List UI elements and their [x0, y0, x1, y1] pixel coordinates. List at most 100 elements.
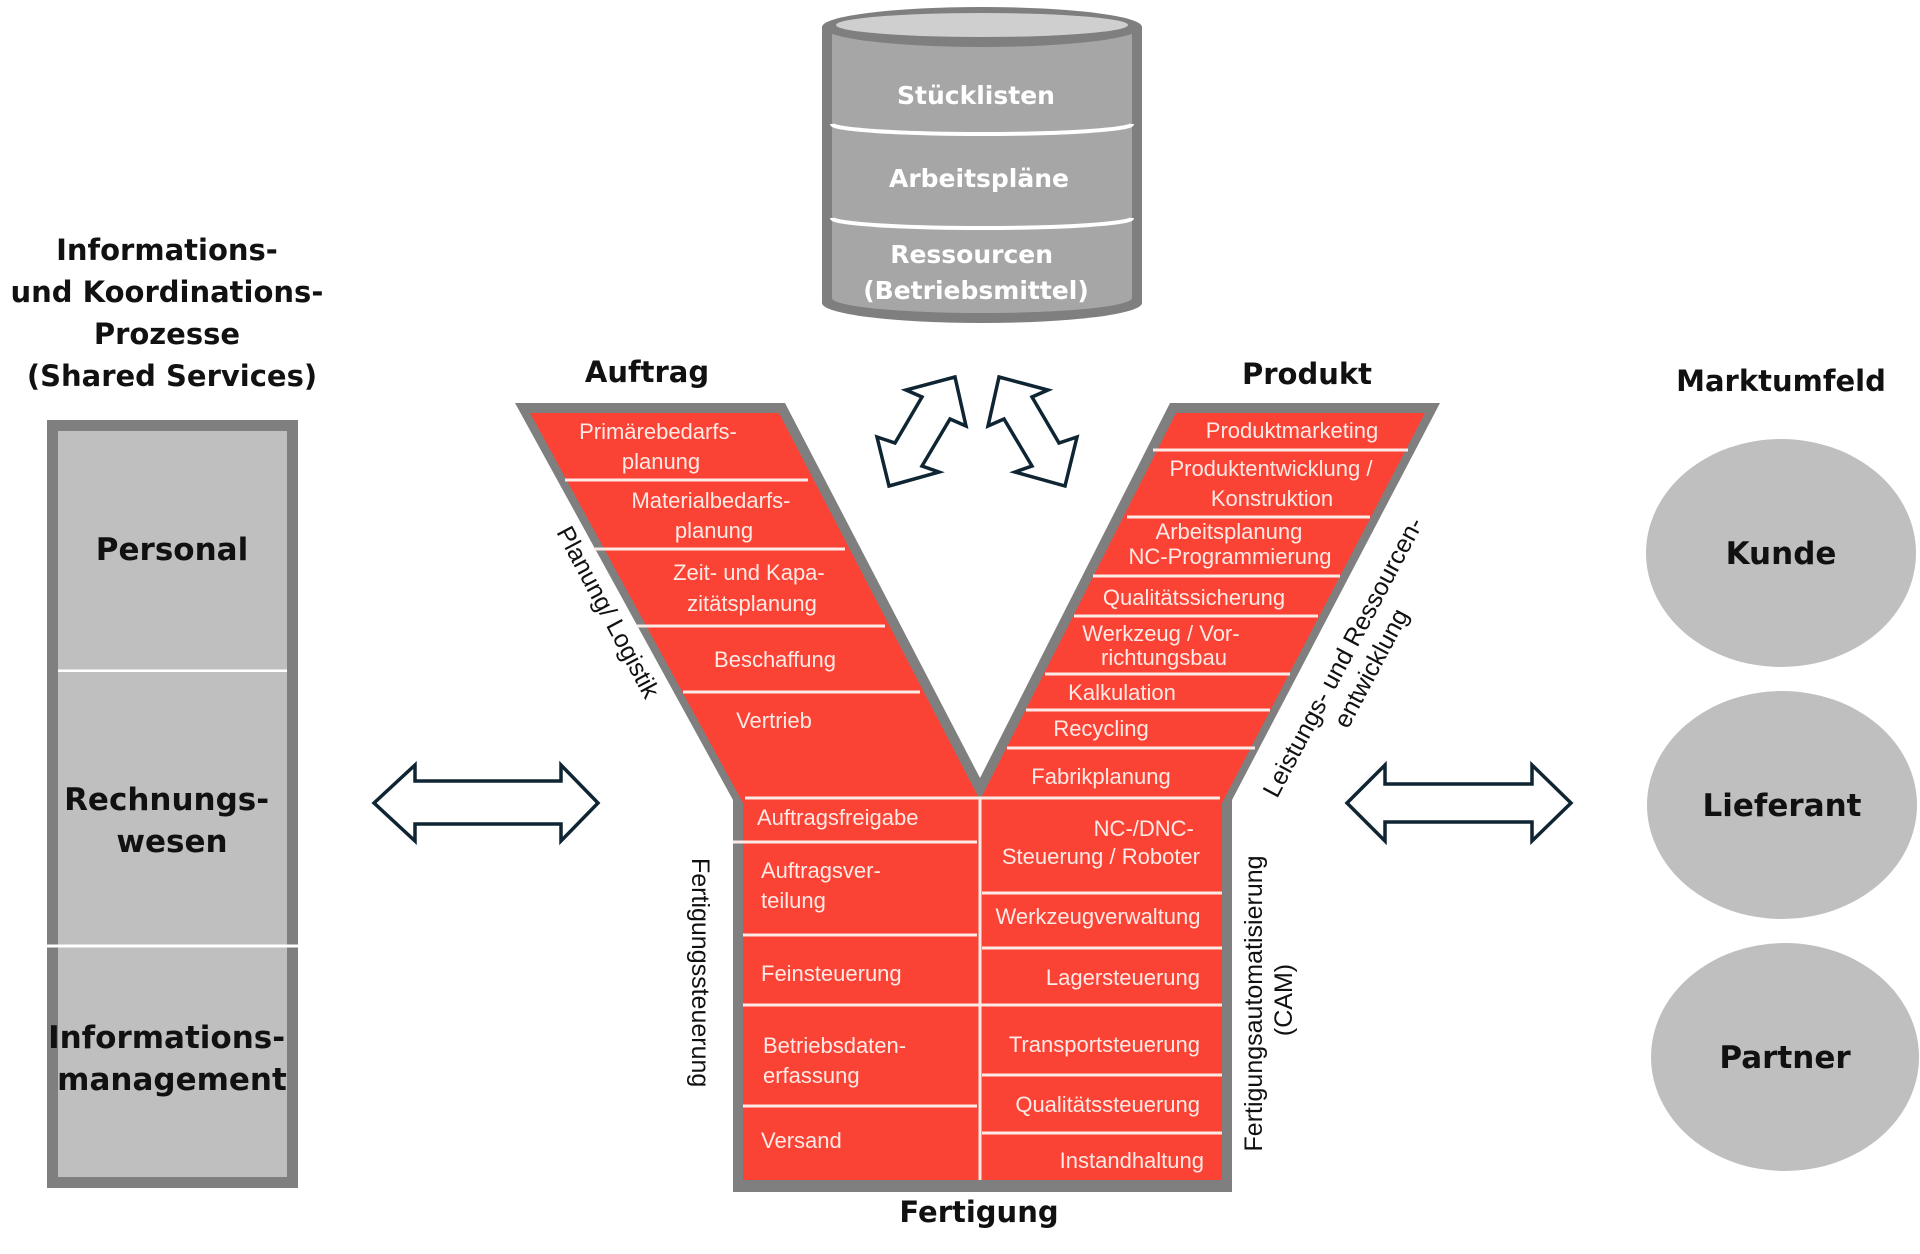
y-item-right-arm[interactable]: Arbeitsplanung NC-Programmierung [1129, 519, 1332, 569]
y-item-line: Materialbedarfs- [631, 488, 790, 513]
y-item-line: Auftragsver- [761, 858, 881, 883]
y-item-stem-right[interactable]: Werkzeugverwaltung [995, 904, 1200, 929]
y-item-line: Fabrikplanung [1031, 764, 1170, 789]
panel-heading-line: Informations- [56, 233, 278, 267]
y-item-right-arm[interactable]: Recycling [1053, 716, 1148, 741]
y-item-right-arm[interactable]: Fabrikplanung [1031, 764, 1170, 789]
y-item-line: NC-/DNC- [1094, 816, 1194, 841]
y-item-left-arm[interactable]: Materialbedarfs- planung [631, 488, 796, 543]
entity-label: Lieferant [1702, 788, 1861, 824]
y-item-line: Werkzeug / Vor- [1082, 621, 1239, 646]
section-label: Informations- management [48, 1020, 296, 1098]
y-item-left-arm[interactable]: Primärebedarfs- planung [579, 419, 743, 474]
market-entity-lieferant[interactable]: Lieferant [1647, 691, 1917, 919]
entity-ellipse [1646, 439, 1916, 667]
panel-heading-line: (Shared Services) [27, 359, 317, 393]
y-item-line: zitätsplanung [687, 591, 817, 616]
stem-separators [733, 796, 1222, 1180]
y-item-stem-right[interactable]: NC-/DNC- Steuerung / Roboter [1002, 816, 1200, 869]
db-layer-line: Ressourcen [890, 240, 1053, 269]
y-item-stem-right[interactable]: Lagersteuerung [1046, 965, 1200, 990]
panel-heading-line: Prozesse [94, 317, 240, 351]
cylinder-divider [830, 123, 1134, 136]
side-label-line: (CAM) [1270, 964, 1298, 1036]
y-item-right-arm[interactable]: Qualitätssicherung [1103, 585, 1285, 610]
y-item-stem-right[interactable]: Qualitätssteuerung [1015, 1092, 1200, 1117]
y-item-stem-right[interactable]: Instandhaltung [1060, 1148, 1204, 1173]
y-item-line: Feinsteuerung [761, 961, 902, 986]
section-label-line: wesen [116, 824, 227, 860]
y-item-stem-left[interactable]: Auftragsfreigabe [757, 805, 918, 830]
y-label-fertigung: Fertigung [899, 1195, 1058, 1229]
market-heading: Marktumfeld [1676, 364, 1886, 398]
panel-heading: Informations- und Koordinations- Prozess… [11, 233, 334, 393]
db-layer-label: Stücklisten [897, 81, 1055, 110]
market-entity-partner[interactable]: Partner [1651, 943, 1919, 1171]
cylinder-top [836, 13, 1128, 37]
cylinder-divider [830, 217, 1134, 230]
y-item-stem-left[interactable]: Betriebsdaten- erfassung [763, 1033, 912, 1088]
y-item-stem-left[interactable]: Feinsteuerung [761, 961, 902, 986]
y-item-line: planung [622, 449, 700, 474]
double-arrow-horizontal-icon [1344, 760, 1574, 846]
panel-section-personal[interactable] [58, 431, 287, 670]
y-item-right-arm[interactable]: Werkzeug / Vor- richtungsbau [1082, 621, 1245, 670]
y-item-line: Kalkulation [1068, 680, 1176, 705]
entity-label: Partner [1719, 1040, 1851, 1076]
y-item-line: Werkzeugverwaltung [995, 904, 1200, 929]
y-item-line: erfassung [763, 1063, 860, 1088]
y-item-stem-left[interactable]: Auftragsver- teilung [761, 858, 887, 913]
section-label-line: Informations- [48, 1020, 285, 1056]
shared-services-panel: Informations- und Koordinations- Prozess… [11, 233, 334, 1188]
panel-heading-line: und Koordinations- [11, 275, 324, 309]
y-label-produkt: Produkt [1242, 357, 1372, 391]
entity-ellipse [1651, 943, 1919, 1171]
y-item-line: Transportsteuerung [1009, 1032, 1200, 1057]
double-arrow-diagonal-icon [985, 374, 1080, 489]
section-label-line: management [57, 1062, 287, 1098]
y-item-right-arm[interactable]: Produktentwicklung / Konstruktion [1169, 456, 1378, 511]
right-arm-separators [1007, 448, 1408, 750]
y-item-line: Zeit- und Kapa- [673, 560, 825, 585]
y-item-stem-right[interactable]: Transportsteuerung [1009, 1032, 1200, 1057]
y-item-line: Versand [761, 1128, 842, 1153]
y-item-line: Qualitätssicherung [1103, 585, 1285, 610]
y-item-left-arm[interactable]: Beschaffung [714, 647, 836, 672]
market-entity-kunde[interactable]: Kunde [1646, 439, 1916, 667]
y-item-line: teilung [761, 888, 826, 913]
y-item-line: richtungsbau [1101, 645, 1227, 670]
y-item-line: Primärebedarfs- [579, 419, 737, 444]
db-layer-line: Stücklisten [897, 81, 1055, 110]
left-arm-separators [565, 478, 920, 694]
section-label: Personal [96, 532, 248, 568]
panel-section-informationsmanagement[interactable] [58, 947, 287, 1177]
y-item-line: NC-Programmierung [1129, 544, 1332, 569]
y-item-line: Betriebsdaten- [763, 1033, 906, 1058]
y-item-line: Produktmarketing [1206, 418, 1378, 443]
y-item-stem-left[interactable]: Versand [761, 1128, 842, 1153]
y-item-line: Beschaffung [714, 647, 836, 672]
section-label: Rechnungs- wesen [64, 782, 280, 860]
db-exchange-arrows [874, 374, 1080, 489]
y-item-left-arm[interactable]: Zeit- und Kapa- zitätsplanung [673, 560, 831, 616]
db-layer-label: Ressourcen (Betriebsmittel) [863, 240, 1089, 305]
y-item-line: Qualitätssteuerung [1015, 1092, 1200, 1117]
double-arrow-horizontal-icon [371, 760, 601, 846]
db-layer-line: (Betriebsmittel) [863, 276, 1089, 305]
database-cylinder-icon: Stücklisten Arbeitspläne Ressourcen (Bet… [822, 7, 1142, 323]
y-item-right-arm[interactable]: Kalkulation [1068, 680, 1176, 705]
y-item-line: Recycling [1053, 716, 1148, 741]
y-item-line: planung [675, 518, 753, 543]
y-item-left-arm[interactable]: Vertrieb [736, 708, 812, 733]
db-layer-label: Arbeitspläne [889, 164, 1069, 193]
side-label-line: Fertigungsautomatisierung [1240, 855, 1268, 1151]
y-item-line: Konstruktion [1211, 486, 1333, 511]
y-item-right-arm[interactable]: Produktmarketing [1206, 418, 1378, 443]
panel-section-rechnungswesen[interactable] [58, 673, 287, 945]
section-label-line: Rechnungs- [64, 782, 269, 818]
y-item-line: Instandhaltung [1060, 1148, 1204, 1173]
side-label-fertigungssteuerung: Fertigungssteuerung [686, 858, 714, 1087]
market-panel: Marktumfeld Kunde Lieferant Partner [1646, 364, 1919, 1171]
side-label-fertigungsautomatisierung: Fertigungsautomatisierung (CAM) [1240, 849, 1298, 1152]
y-item-line: Produktentwicklung / [1169, 456, 1373, 481]
